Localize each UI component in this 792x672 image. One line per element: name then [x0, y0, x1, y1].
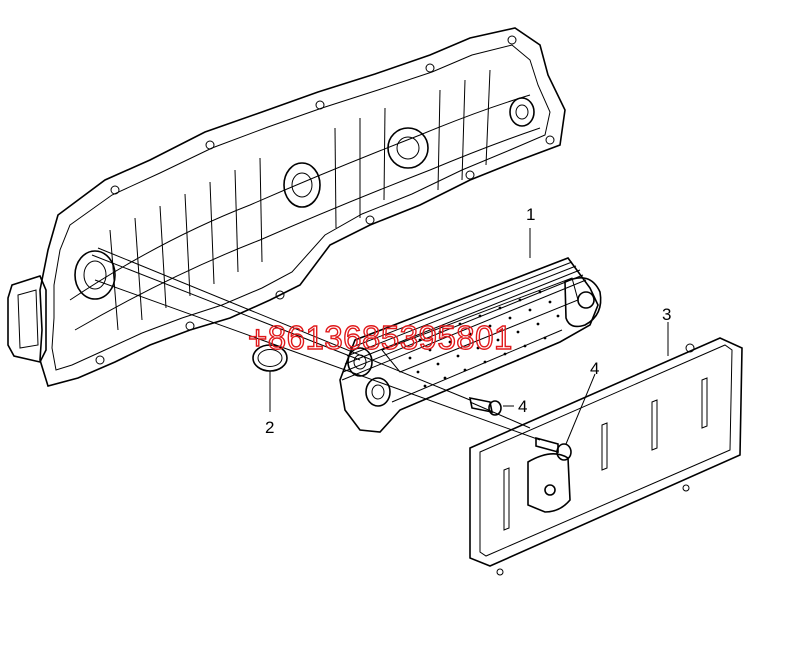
callout-1: 1	[526, 205, 535, 224]
seal-ring-part-2	[252, 344, 288, 412]
oil-cooler-part-1	[339, 228, 602, 433]
phone-watermark: +8613685395801	[248, 319, 513, 356]
cover-plate-part-3	[469, 322, 743, 576]
cylinder-head-housing	[7, 27, 566, 387]
callout-2: 2	[265, 418, 274, 437]
callout-4-upper: 4	[518, 397, 527, 416]
bolt-part-4-upper	[468, 396, 514, 416]
assembly-lines	[91, 247, 541, 441]
callout-4-lower: 4	[590, 359, 599, 378]
bolt-part-4-lower	[535, 373, 596, 461]
callout-3: 3	[662, 305, 671, 324]
